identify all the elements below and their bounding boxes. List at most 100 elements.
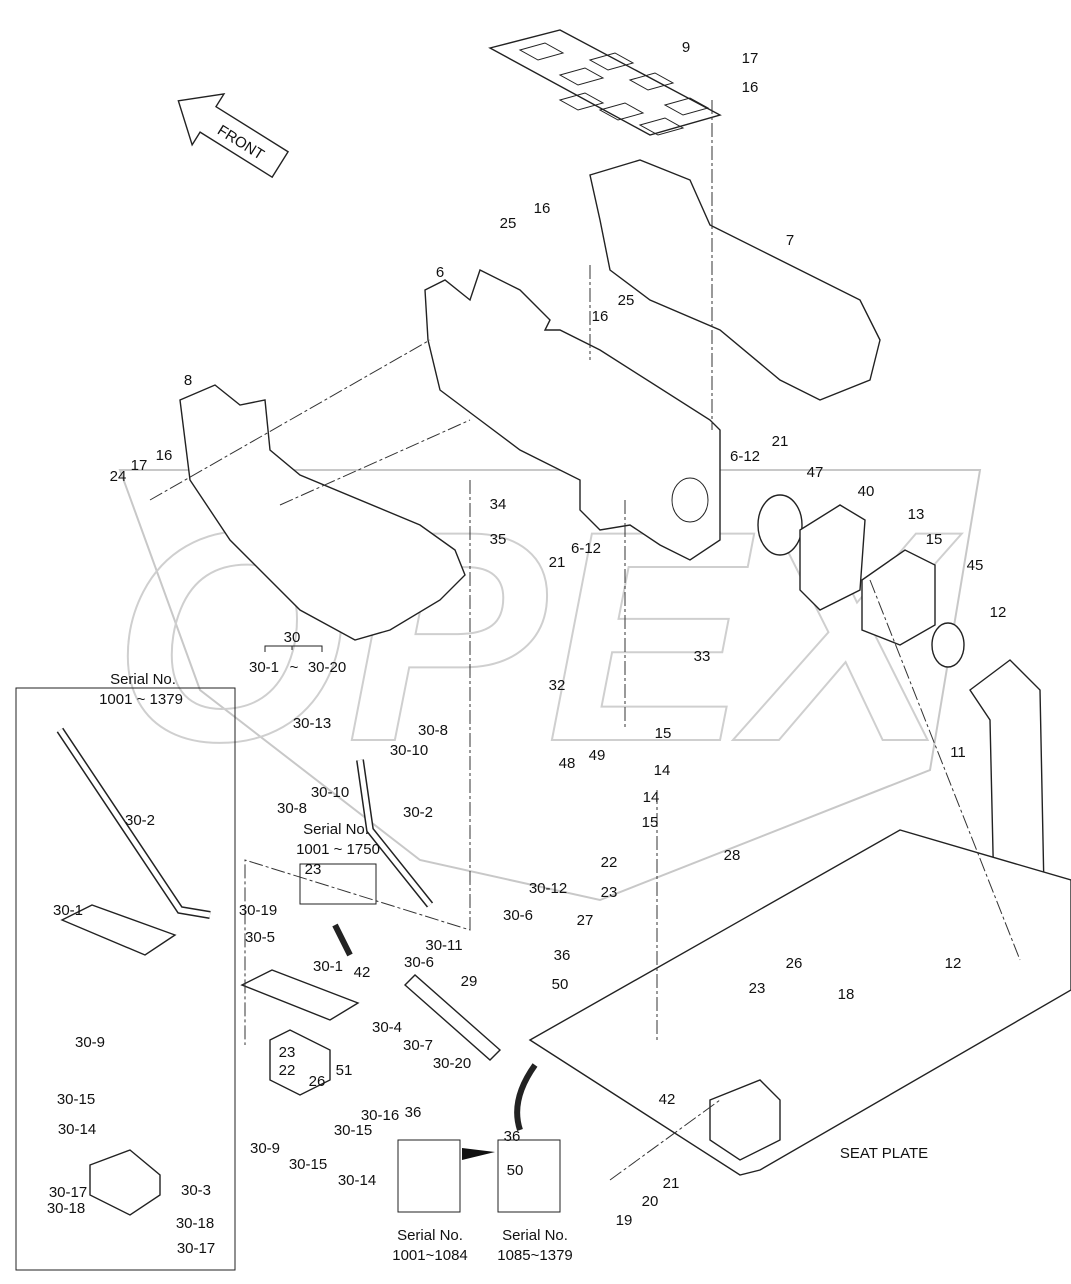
callout: 8: [184, 372, 192, 389]
callout: 19: [616, 1212, 633, 1229]
callout: 30-20: [433, 1055, 471, 1072]
callout: 50: [507, 1162, 524, 1179]
serial-box-1001-1084: [397, 1139, 461, 1213]
part-40-flange: [799, 504, 866, 611]
callout: 42: [659, 1091, 676, 1108]
curve-arrow-icon: [514, 1063, 538, 1131]
callout: 16: [592, 308, 609, 325]
callout: 30-14: [338, 1172, 376, 1189]
leader-lines: [149, 100, 1021, 1181]
callout: 20: [642, 1193, 659, 1210]
serial-notes: Serial No. 1001 ~ 1379 Serial No. 1001 ~…: [99, 671, 573, 1264]
callout: 23: [749, 980, 766, 997]
callout: 47: [807, 464, 824, 481]
curve-arrow-icon: [332, 923, 353, 957]
callout: 30-6: [404, 954, 434, 971]
callout: 11: [950, 744, 966, 761]
callout: 51: [336, 1062, 353, 1079]
callout: 30-9: [75, 1034, 105, 1051]
callout: 30-15: [334, 1122, 372, 1139]
callout: 18: [838, 986, 855, 1003]
group-30-note: 30 30-1 ~ 30-20: [249, 629, 346, 676]
callout: 30-7: [403, 1037, 433, 1054]
serial-note-range: 1001~1084: [392, 1247, 468, 1264]
callout: 7: [786, 232, 794, 249]
callout: 36: [554, 947, 571, 964]
callout: 28: [724, 847, 741, 864]
callout: 25: [500, 215, 517, 232]
callout: 30-9: [250, 1140, 280, 1157]
part-7-cover: [589, 159, 881, 401]
callout: 17: [742, 50, 759, 67]
callout: 23: [305, 861, 322, 878]
callout: 30-2: [403, 804, 433, 821]
callout: 32: [549, 677, 566, 694]
callout: 30-8: [277, 800, 307, 817]
arrow-icon: [462, 1148, 495, 1160]
callout: 50: [552, 976, 569, 993]
callout: 6: [436, 264, 444, 281]
serial-note-title: Serial No.: [397, 1227, 463, 1244]
callout: 12: [990, 604, 1007, 621]
callout: 36: [504, 1128, 521, 1145]
callout: 25: [618, 292, 635, 309]
callout: 30-12: [529, 880, 567, 897]
part-9-grille: [488, 29, 722, 136]
callout: 26: [309, 1073, 326, 1090]
callout: 30-13: [293, 715, 331, 732]
callout: 16: [534, 200, 551, 217]
callout: 30-8: [418, 722, 448, 739]
callout: 12: [945, 955, 962, 972]
part-29-gas-spring: [403, 974, 502, 1061]
callout: 30-3: [181, 1182, 211, 1199]
callout: 30-18: [176, 1215, 214, 1232]
callouts: 9 17 16 7 16 25 25 16 6 8 24 17 16 21 6-…: [47, 39, 1007, 1257]
callout: 30-17: [49, 1184, 87, 1201]
seat-plate-label: SEAT PLATE: [840, 1145, 928, 1162]
callout: 15: [926, 531, 943, 548]
front-arrow: FRONT: [177, 93, 290, 179]
callout: 14: [643, 789, 660, 806]
group-tilde: ~: [290, 659, 299, 676]
callout: 36: [405, 1104, 422, 1121]
callout: 21: [772, 433, 789, 450]
callout: 16: [156, 447, 173, 464]
group-from: 30-1: [249, 659, 279, 676]
part-12-clamp: [931, 622, 965, 668]
callout: 30-19: [239, 902, 277, 919]
group-number: 30: [284, 629, 301, 646]
callout: 42: [354, 964, 371, 981]
serial-box-1085-1379: [497, 1139, 561, 1213]
callout: 30-4: [372, 1019, 402, 1036]
callout: 30-1: [53, 902, 83, 919]
callout: 21: [663, 1175, 680, 1192]
serial-note-range: 1001 ~ 1750: [296, 841, 380, 858]
callout: 22: [279, 1062, 296, 1079]
callout: 16: [742, 79, 759, 96]
part-30-3-cover: [89, 1149, 161, 1216]
callout: 14: [654, 762, 671, 779]
callout: 13: [908, 506, 925, 523]
callout: 30-1: [313, 958, 343, 975]
callout: 17: [131, 457, 148, 474]
callout: 23: [279, 1044, 296, 1061]
part-30-1-plate-left: [60, 904, 177, 956]
callout: 30-10: [311, 784, 349, 801]
callout: 45: [967, 557, 984, 574]
callout: 30-14: [58, 1121, 96, 1138]
serial-note-range: 1085~1379: [497, 1247, 573, 1264]
callout: 30-11: [425, 937, 462, 954]
callout: 15: [642, 814, 659, 831]
callout: 30-2: [125, 812, 155, 829]
callout: 30-10: [390, 742, 428, 759]
callout: 6-12: [571, 540, 601, 557]
callout: 30-16: [361, 1107, 399, 1124]
callout: 49: [589, 747, 606, 764]
callout: 23: [601, 884, 618, 901]
callout: 24: [110, 468, 127, 485]
part-8-cover: [179, 384, 466, 641]
callout: 35: [490, 531, 507, 548]
callout: 29: [461, 973, 478, 990]
